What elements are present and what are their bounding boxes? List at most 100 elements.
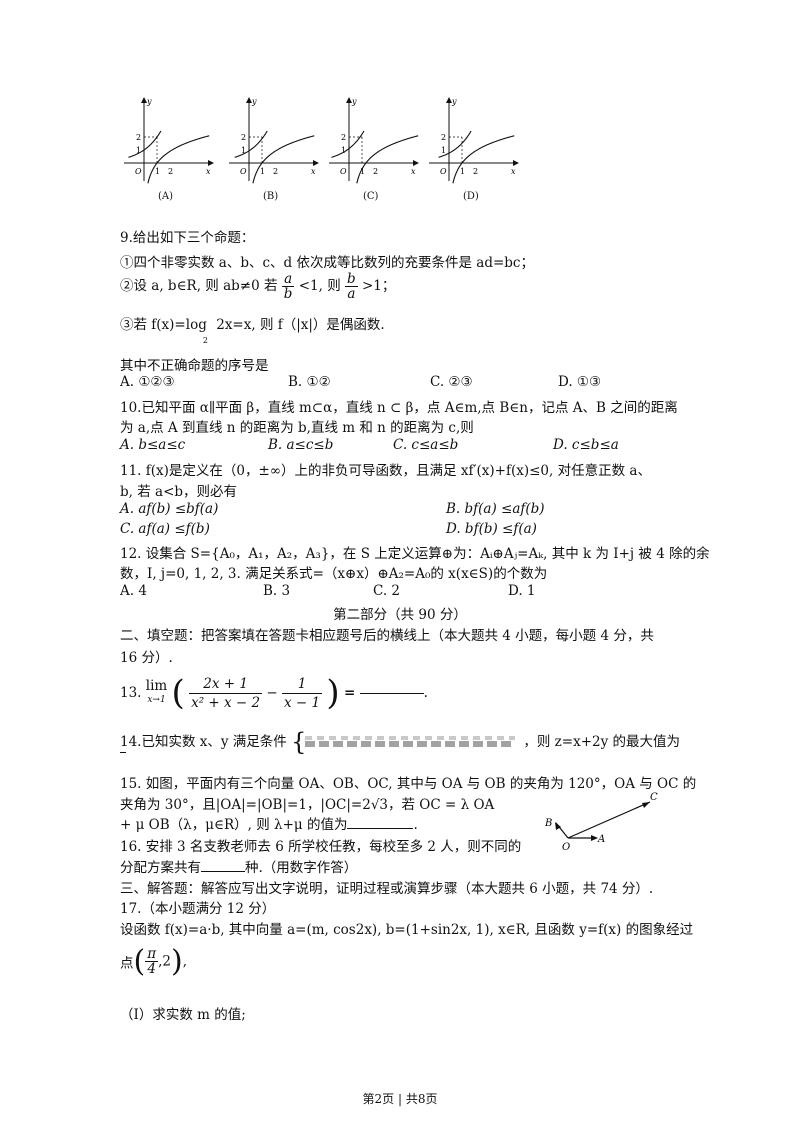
- paren-right: ): [170, 944, 183, 979]
- exponential-curve: [128, 130, 162, 158]
- y-tick-2-label: 2: [341, 133, 346, 142]
- q15-answer-blank[interactable]: [347, 828, 414, 829]
- q11-line-1: 11. f(x)是定义在（0，±∞）上的非负可导函数，且满足 xf′(x)+f(…: [120, 463, 651, 479]
- frac-denominator: x − 1: [284, 694, 321, 711]
- tick-2-label: 2: [473, 167, 478, 176]
- equals-sign: =: [343, 685, 356, 701]
- q17-point-y: ,2: [158, 953, 171, 970]
- q12-option-a: A. 4: [120, 583, 147, 599]
- q16-answer-blank[interactable]: [201, 871, 245, 872]
- q9-p2-text-a: ②设 a, b∈R, 则 ab≠0 若: [120, 278, 278, 294]
- graph-label: (B): [263, 191, 279, 202]
- q9-proposition-3: ③若 f(x)=log 2 2x=x, 则 f（|x|）是偶函数.: [120, 313, 385, 345]
- q9-option-b: B. ①②: [288, 374, 331, 390]
- q13-lim: lim x→1: [146, 679, 167, 707]
- q11-line-2: b, 若 a<b，则必有: [120, 484, 238, 500]
- logarithmic-curve: [252, 135, 315, 184]
- q14-answer-blank[interactable]: [120, 752, 126, 753]
- q13-number: 13.: [120, 685, 142, 701]
- tick-2-label: 2: [168, 167, 173, 176]
- q16-text-a: 分配方案共有: [120, 860, 201, 876]
- frac-denominator: x² + x − 2: [191, 694, 261, 711]
- q11-option-a: A. af(b) ≤bf(a): [120, 501, 219, 517]
- q12-option-b: B. 3: [263, 583, 291, 599]
- logarithmic-curve: [147, 135, 210, 184]
- q16-line-1: 16. 安排 3 名支教老师去 6 所学校任教，每校至多 2 人，则不同的: [120, 839, 522, 855]
- y-axis-label: y: [251, 97, 257, 106]
- graph-label: (D): [463, 191, 479, 202]
- frac-numerator: 2x + 1: [189, 675, 263, 694]
- exponential-curve: [234, 130, 268, 158]
- frac-denominator: 4: [147, 961, 156, 977]
- q9-stem: 9.给出如下三个命题：: [120, 230, 255, 246]
- y-tick-1-label: 1: [441, 146, 446, 155]
- y-tick-2-label: 2: [441, 133, 446, 142]
- x-axis-arrow-icon: [208, 160, 214, 166]
- frac-numerator: b: [345, 271, 358, 287]
- y-axis-arrow-icon: [141, 97, 147, 103]
- q14-line: 14.已知实数 x、y 满足条件 { ，则 z=x+2y 的最大值为: [120, 728, 681, 756]
- exponential-curve: [438, 130, 472, 158]
- frac-numerator: π: [145, 946, 159, 962]
- vector-oc: [567, 801, 651, 839]
- paren-left: (: [133, 944, 146, 979]
- page-footer: 第2页 | 共8页: [362, 1092, 438, 1106]
- label-o: O: [562, 842, 570, 850]
- fill-in-instructions-1: 二、填空题：把答案填在答题卡相应题号后的横线上（本大题共 4 小题，每小题 4 …: [120, 628, 654, 644]
- q12-option-c: C. 2: [373, 583, 401, 599]
- y-axis-label: y: [451, 97, 457, 106]
- origin-label: O: [440, 167, 447, 176]
- q12-line-1: 12. 设集合 S={A₀，A₁，A₂，A₃}，在 S 上定义运算⊕为：Aᵢ⊕A…: [120, 546, 710, 562]
- q9-option-d: D. ①③: [558, 374, 602, 390]
- q10-option-c: C. c≤a≤b: [393, 437, 459, 453]
- q17-part-1: （Ⅰ）求实数 m 的值;: [120, 1007, 246, 1023]
- y-tick-2-label: 2: [241, 133, 246, 142]
- origin-label: O: [340, 167, 347, 176]
- frac-numerator: 1: [282, 675, 323, 694]
- x-axis-arrow-icon: [313, 160, 319, 166]
- tick-1-label: 1: [260, 167, 265, 176]
- label-c: C: [650, 792, 658, 803]
- q10-line-1: 10.已知平面 α∥平面 β，直线 m⊂α，直线 n ⊂ β，点 A∈m,点 B…: [120, 400, 678, 416]
- fill-in-instructions-2: 16 分）.: [120, 650, 173, 666]
- q17-point-label: 点: [120, 955, 134, 972]
- q9-p3-subscript: 2: [202, 336, 208, 345]
- x-axis-arrow-icon: [513, 160, 519, 166]
- q10-option-b: B. a≤c≤b: [268, 437, 334, 453]
- tick-2-label: 2: [273, 167, 278, 176]
- q11-option-d: D. bf(b) ≤f(a): [446, 521, 537, 537]
- q15-line-3: + μ OB（λ，μ∈R）, 则 λ+μ 的值为.: [120, 817, 418, 833]
- q9-p3-text-b: 2x=x, 则 f（|x|）是偶函数.: [211, 317, 385, 333]
- q9-p2-text-c: >1；: [361, 278, 396, 294]
- y-tick-1-label: 1: [341, 146, 346, 155]
- arrow-a-icon: [591, 835, 598, 841]
- lim-subscript: x→1: [147, 695, 166, 705]
- q9-p3-text-a: ③若 f(x)=log: [120, 317, 207, 333]
- x-axis-label: x: [411, 167, 416, 176]
- y-axis-label: y: [146, 97, 152, 106]
- q13-answer-blank[interactable]: [359, 692, 424, 694]
- q16-text-b: 种.（用数字作答）: [245, 860, 358, 876]
- y-tick-2-label: 2: [136, 133, 141, 142]
- q10-line-2: 为 a,点 A 到直线 n 的距离为 b,直线 m 和 n 的距离为 c,则: [120, 420, 474, 436]
- label-a: A: [597, 834, 605, 845]
- q10-option-d: D. c≤b≤a: [553, 437, 619, 453]
- q12-line-2: 数，I, j=0, 1, 2, 3. 满足关系式=（x⊕x）⊕A₂=A₀的 x(…: [120, 566, 548, 582]
- y-axis-arrow-icon: [246, 97, 252, 103]
- q11-option-b: B. bf(a) ≤af(b): [446, 501, 545, 517]
- q14-constraints-image: {: [291, 728, 519, 756]
- y-axis-arrow-icon: [346, 97, 352, 103]
- vector-diagram: C B O A: [544, 792, 658, 850]
- tick-1-label: 1: [155, 167, 160, 176]
- section-3-heading: 三、解答题：解答应写出文字说明，证明过程或演算步骤（本大题共 6 小题，共 74…: [120, 881, 654, 897]
- q15-line-1: 15. 如图，平面内有三个向量 OA、OB、OC, 其中与 OA 与 OB 的夹…: [120, 776, 697, 792]
- paren-right: ): [326, 673, 340, 713]
- graph-label: (C): [363, 191, 379, 202]
- q14-text-b: ，则 z=x+2y 的最大值为: [523, 734, 681, 750]
